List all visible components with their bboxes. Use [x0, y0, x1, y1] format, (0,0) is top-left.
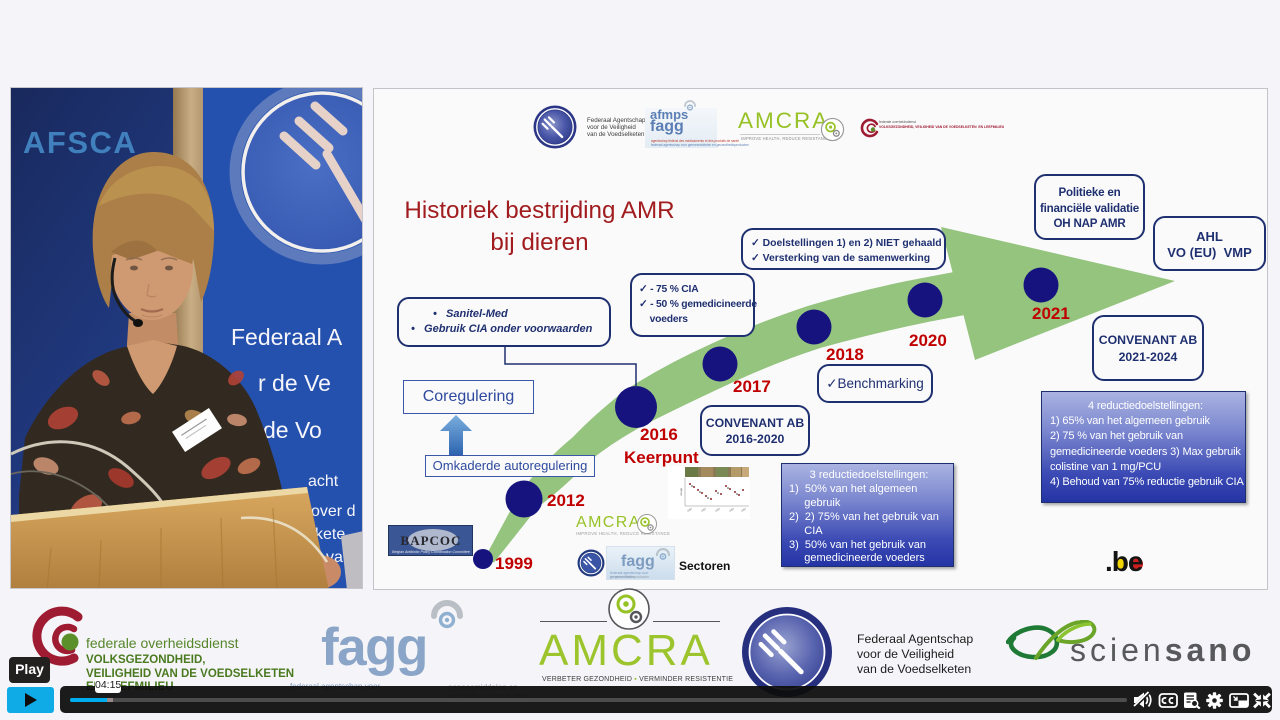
svg-text:kete: kete	[315, 526, 345, 543]
svg-text://////: //////	[715, 507, 721, 513]
svg-text://////: //////	[741, 507, 747, 513]
svg-text://////: //////	[729, 507, 735, 513]
svg-text://////: //////	[701, 507, 707, 513]
svg-text:over d: over d	[311, 503, 355, 520]
svg-text:Federaal A: Federaal A	[231, 324, 343, 350]
svg-text:de Vo: de Vo	[263, 417, 322, 443]
svg-text:Belgian Antibiotic Policy Coor: Belgian Antibiotic Policy Coordination C…	[392, 550, 470, 554]
svg-text:r de Ve: r de Ve	[258, 370, 331, 396]
svg-text:acht: acht	[308, 473, 339, 490]
svg-text:BAPCOC: BAPCOC	[401, 533, 462, 548]
svg-text:usage: usage	[679, 487, 683, 496]
svg-text://////: //////	[687, 507, 693, 513]
svg-text:AFSCA: AFSCA	[23, 125, 137, 160]
